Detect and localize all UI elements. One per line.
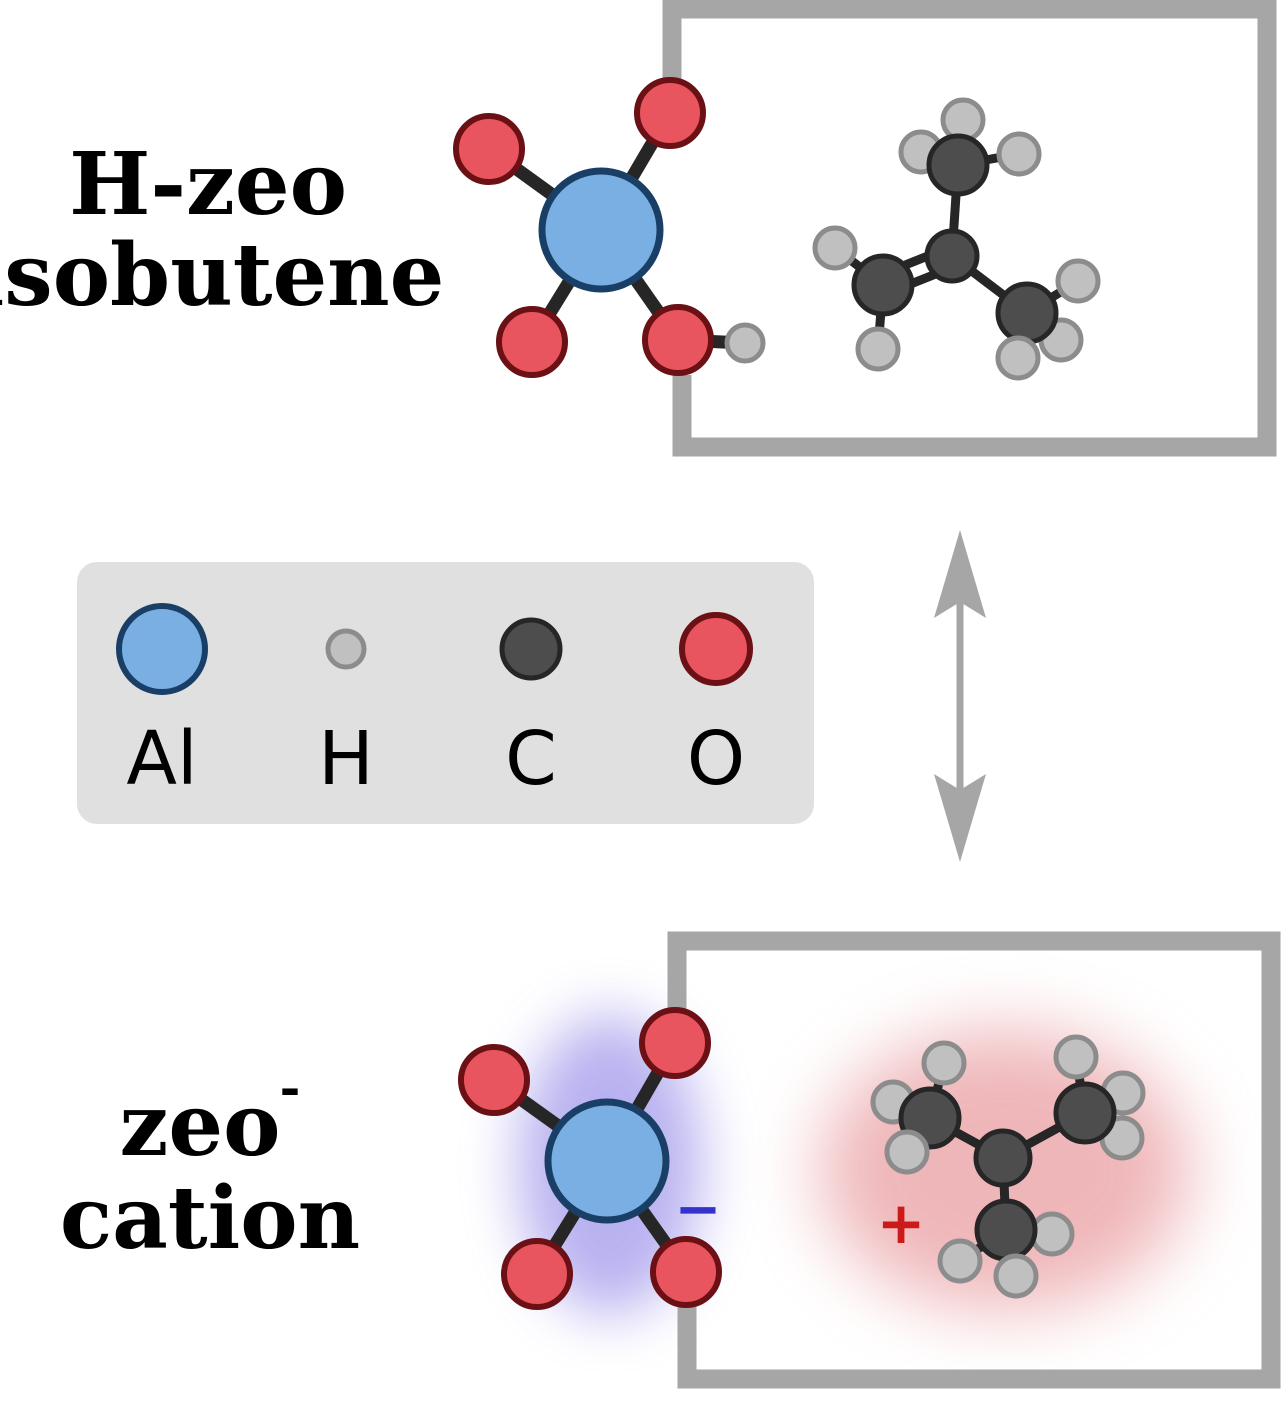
legend-c-label: C — [505, 716, 557, 802]
legend-al-swatch — [116, 603, 208, 695]
carbon-atom — [995, 281, 1059, 345]
oxygen-atom — [642, 304, 714, 376]
anion-minus-sign: − — [675, 1177, 722, 1242]
oxygen-atom — [650, 1236, 722, 1308]
atom-legend: Al H C O — [77, 562, 814, 824]
bottom-label-line1: zeo — [120, 1075, 281, 1176]
hydrogen-atom — [1053, 1034, 1099, 1080]
top-state: H-zeo isobutene — [0, 0, 1277, 457]
legend-o-swatch — [679, 612, 753, 686]
hydrogen-atom — [855, 326, 901, 372]
carbon-atom — [1053, 1081, 1117, 1145]
oxygen-atom — [639, 1007, 711, 1079]
isobutene-molecule — [812, 97, 1101, 381]
bottom-state: zeo - cation − — [60, 931, 1281, 1389]
bottom-label-superscript: - — [280, 1058, 301, 1117]
hydrogen-atom — [995, 335, 1041, 381]
hydrogen-atom — [996, 131, 1042, 177]
central-carbon-atom — [973, 1128, 1033, 1188]
hydrogen-atom — [993, 1253, 1039, 1299]
acidic-hydrogen-atom — [724, 322, 766, 364]
oxygen-atom — [496, 306, 568, 378]
oxygen-atom — [453, 113, 525, 185]
hydrogen-atom — [921, 1040, 967, 1086]
oxygen-atom — [458, 1044, 530, 1116]
cation-plus-sign: + — [877, 1189, 926, 1257]
hydrogen-atom — [812, 225, 858, 271]
legend-h-swatch — [325, 628, 367, 670]
aluminum-atom — [544, 1098, 670, 1224]
top-label-line2: isobutene — [0, 225, 444, 326]
carbon-atom — [974, 1198, 1038, 1262]
oxygen-atom — [501, 1238, 573, 1310]
zeolite-pore-frame-top — [662, 0, 1277, 457]
bottom-label-line2: cation — [60, 1168, 360, 1269]
top-label-line1: H-zeo — [69, 134, 347, 235]
legend-o-label: O — [687, 716, 745, 802]
carbon-atom — [924, 228, 980, 284]
aluminum-atom — [538, 167, 664, 293]
hydrogen-atom — [1055, 258, 1101, 304]
zeolite-pore-frame-bottom — [667, 931, 1281, 1389]
legend-h-label: H — [318, 716, 374, 802]
hydrogen-atom — [1029, 1211, 1075, 1257]
legend-c-swatch — [499, 617, 563, 681]
tert-butyl-cation-molecule — [870, 1034, 1146, 1299]
oxygen-atom — [634, 77, 706, 149]
legend-background — [77, 562, 814, 824]
equilibrium-double-arrow — [934, 530, 986, 862]
arrow-head-down — [934, 774, 986, 862]
carbon-atom — [851, 253, 915, 317]
legend-al-label: Al — [126, 716, 197, 802]
arrow-head-up — [934, 530, 986, 618]
hydrogen-atom — [937, 1238, 983, 1284]
hydrogen-atom — [884, 1129, 930, 1175]
carbon-atom — [926, 133, 990, 197]
